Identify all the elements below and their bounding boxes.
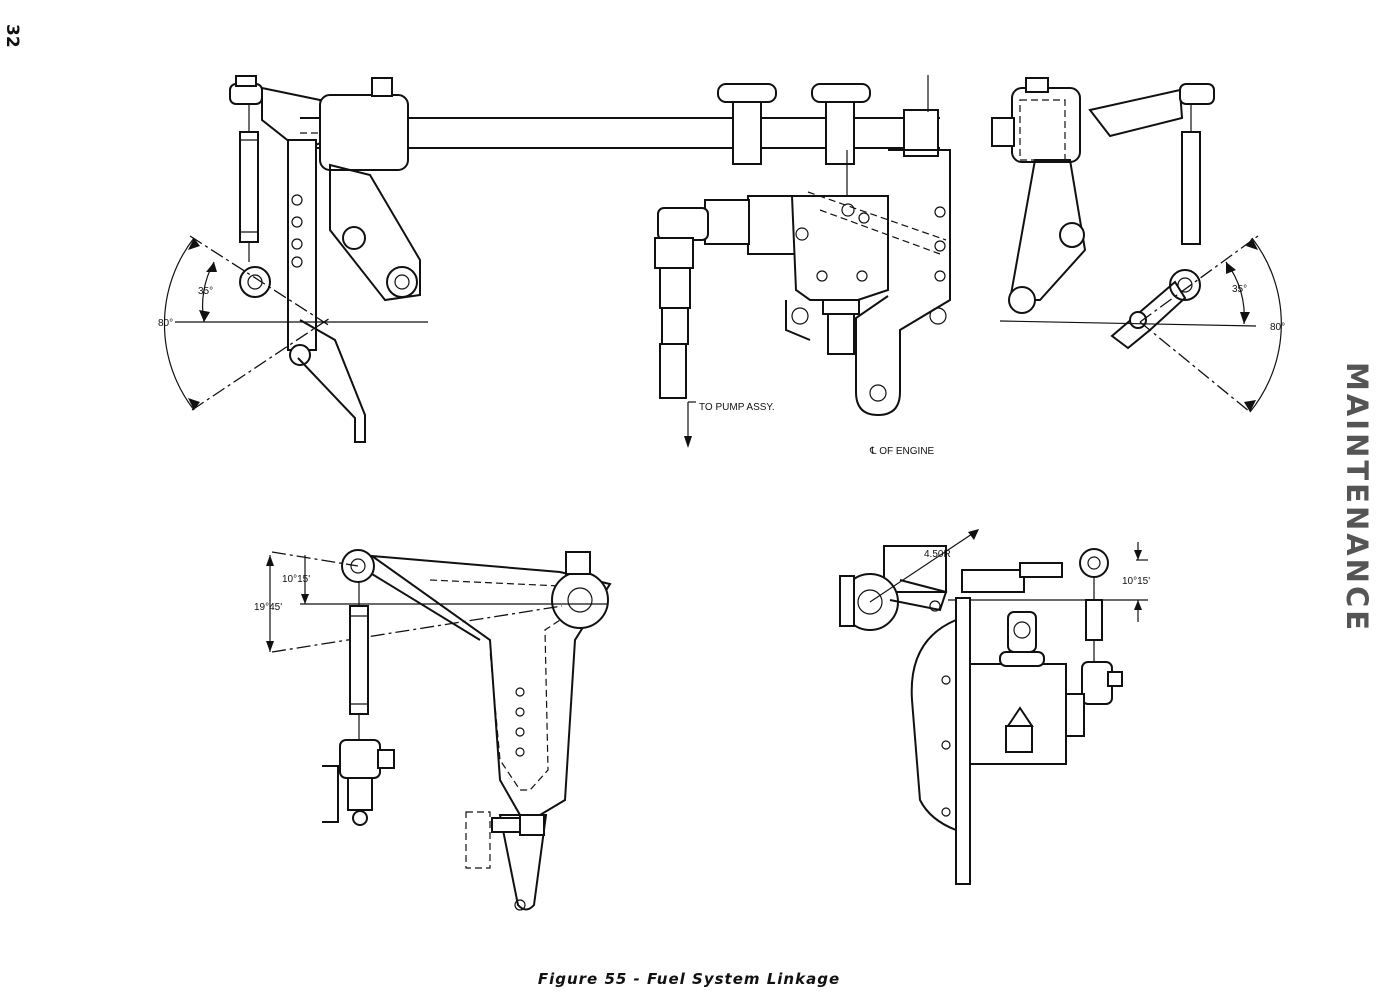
lower-right-radius-label: 4.50R bbox=[924, 549, 951, 560]
figure-caption: Figure 55 - Fuel System Linkage bbox=[537, 970, 841, 988]
right-35-degree-label: 35° bbox=[1232, 284, 1247, 295]
right-80-degree-label: 80° bbox=[1270, 322, 1285, 333]
top-right-lever-assembly bbox=[991, 77, 1282, 413]
left-80-degree-label: 80° bbox=[158, 318, 173, 329]
lower-right-side-view bbox=[839, 529, 1148, 885]
engine-centerline-label: ℄ OF ENGINE bbox=[869, 446, 935, 457]
lower-left-large-angle-label: 19°45' bbox=[254, 602, 282, 613]
lower-left-bellcrank-view bbox=[266, 549, 612, 911]
lower-left-small-angle-label: 10°15' bbox=[282, 574, 310, 585]
left-35-degree-label: 35° bbox=[198, 286, 213, 297]
to-pump-label: TO PUMP ASSY. bbox=[699, 402, 775, 413]
lower-right-angle-label: 10°15' bbox=[1122, 576, 1150, 587]
fuel-control-unit bbox=[654, 75, 951, 448]
top-left-lever-assembly bbox=[163, 75, 940, 443]
